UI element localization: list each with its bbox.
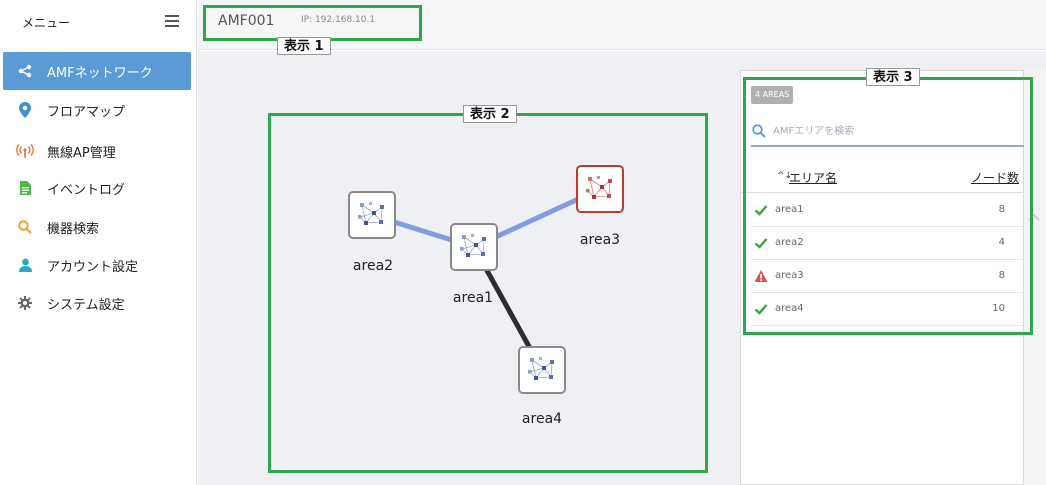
row-node-count: 8 [998,270,1005,281]
nav-item-wireless-ap[interactable]: 無線AP管理 [3,132,191,170]
gear-icon [3,296,47,310]
row-node-count: 10 [992,303,1005,314]
topology-label-area4: area4 [522,411,562,427]
nav-label: システム設定 [47,297,125,313]
hamburger-menu-icon[interactable] [165,15,179,27]
device-ip: IP: 192.168.10.1 [301,15,376,25]
nav-item-device-search[interactable]: 機器検索 [3,208,191,246]
chevron-up-icon[interactable] [1028,210,1040,225]
nav-item-event-log[interactable]: イベントログ [3,169,191,207]
topology-node-area2[interactable] [348,191,396,239]
area-table-header: ^↓ エリア名 ノード数 [741,163,1025,193]
area-search [751,115,1029,147]
table-row[interactable]: area1 8 [751,194,1023,227]
wireless-ap-icon [3,144,47,158]
sidebar-header: メニュー [0,0,196,44]
sidebar-title: メニュー [22,16,71,30]
callout-label-1: 表示 1 [277,37,331,55]
document-icon [3,181,47,195]
share-icon [3,64,47,78]
nav-label: イベントログ [47,182,126,198]
row-node-count: 8 [998,204,1005,215]
device-name: AMF001 [218,13,275,29]
row-area-name: area4 [775,303,804,314]
column-header-area-name[interactable]: エリア名 [789,171,838,185]
map-pin-icon [3,102,47,118]
table-row[interactable]: area4 10 [751,293,1023,326]
nav-item-floor-map[interactable]: フロアマップ [3,91,191,129]
callout-label-3: 表示 3 [866,68,920,86]
nav-label: アカウント設定 [47,259,139,275]
user-icon [3,258,47,272]
sidebar: メニュー AMFネットワーク フロアマップ 無線AP管理 イベントログ 機器検索 [0,0,197,485]
warning-icon [754,269,768,283]
nav-label: フロアマップ [47,104,126,120]
device-header: AMF001 IP: 192.168.10.1 [198,0,1046,50]
area-search-input[interactable] [773,121,1023,141]
column-header-node-count[interactable]: ノード数 [971,171,1020,185]
check-icon [754,302,768,316]
nav-item-amf-network[interactable]: AMFネットワーク [3,52,191,90]
nav-item-account-settings[interactable]: アカウント設定 [3,246,191,284]
nav-label: 無線AP管理 [47,145,116,161]
panel-scrollbar[interactable] [1024,70,1046,485]
topology-map[interactable]: area2 area1 area3 area4 [198,51,738,485]
topology-node-area3[interactable] [576,165,624,213]
check-icon [754,236,768,250]
sort-indicator-icon: ^↓ [777,171,793,181]
nav-label: AMFネットワーク [47,65,153,81]
area-list-panel: 4 AREAS ^↓ エリア名 ノード数 area1 8 area2 4 are… [740,70,1029,485]
search-icon [3,220,47,234]
areas-count-badge: 4 AREAS [751,86,794,104]
table-row[interactable]: area2 4 [751,227,1023,260]
row-node-count: 4 [998,237,1005,248]
topology-node-area1[interactable] [450,223,498,271]
row-area-name: area2 [775,237,804,248]
nav-item-system-settings[interactable]: システム設定 [3,284,191,322]
topology-label-area3: area3 [580,232,620,248]
row-area-name: area1 [775,204,804,215]
table-row[interactable]: area3 8 [751,260,1023,293]
search-icon [752,124,766,142]
check-icon [754,203,768,217]
topology-label-area1: area1 [453,290,493,306]
callout-label-2: 表示 2 [463,105,517,123]
topology-node-area4[interactable] [518,346,566,394]
nav-label: 機器検索 [47,221,100,237]
topology-label-area2: area2 [353,258,393,274]
row-area-name: area3 [775,270,804,281]
